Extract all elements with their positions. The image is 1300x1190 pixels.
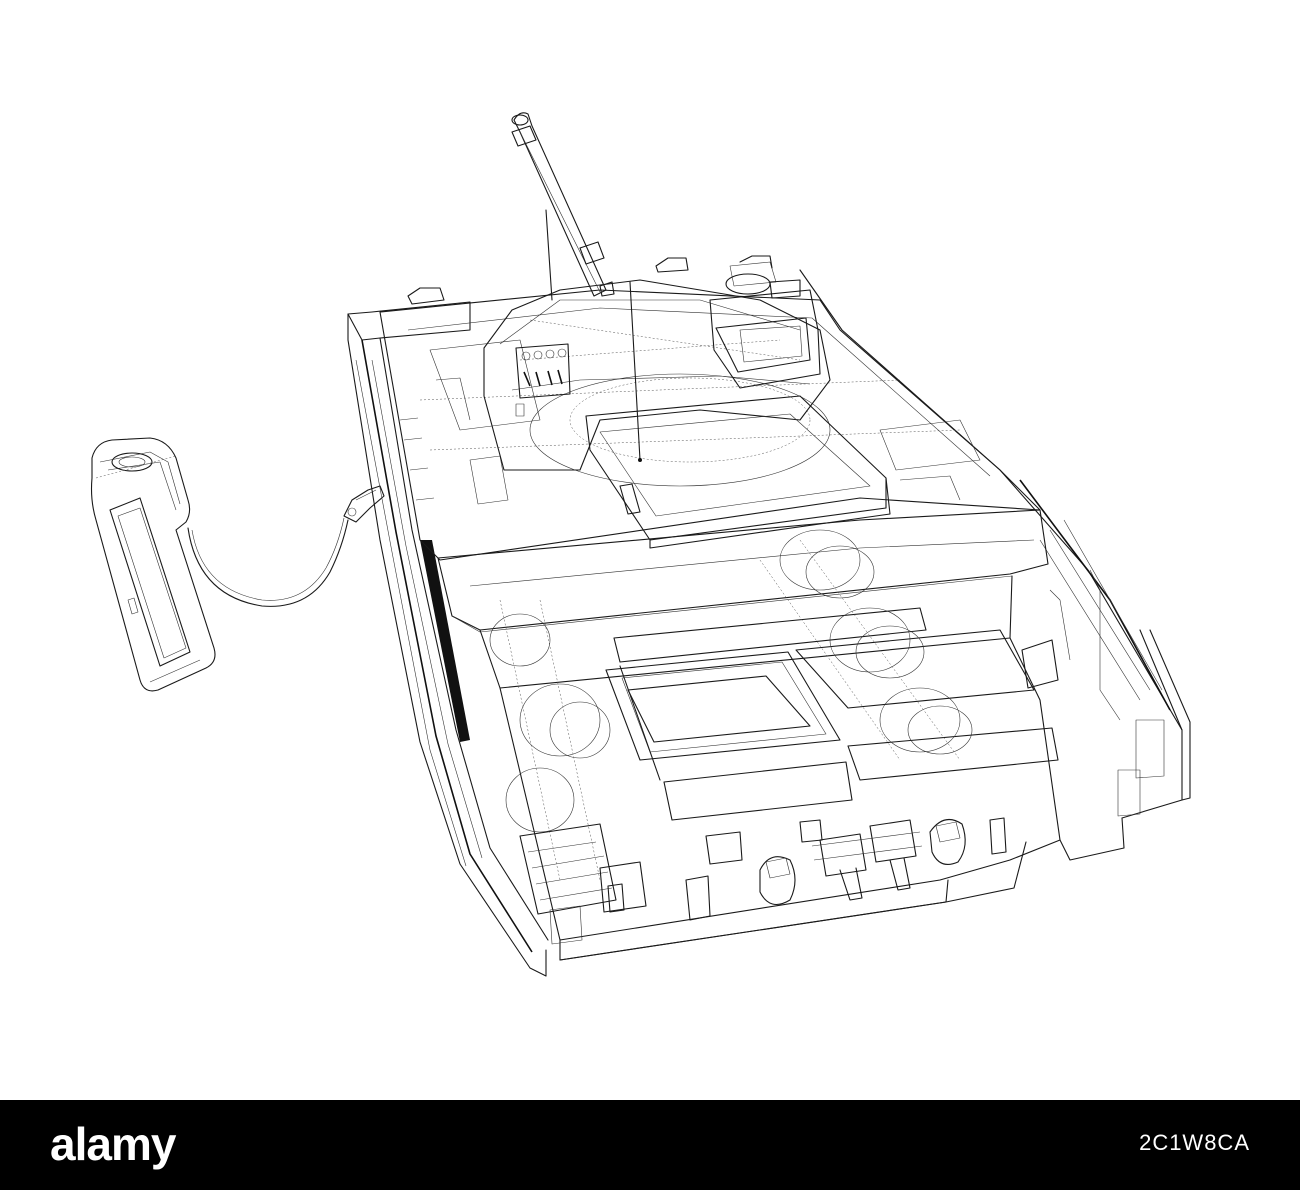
gun-barrel xyxy=(511,112,607,297)
turret xyxy=(407,209,891,549)
tank-wireframe xyxy=(347,112,1191,977)
stock-footer-bar: alamy 2C1W8CA xyxy=(0,1100,1300,1190)
tow-shackles xyxy=(759,818,966,906)
image-id-label: 2C1W8CA xyxy=(1139,1130,1250,1155)
brand-logo: alamy xyxy=(50,1118,176,1170)
fuel-nozzle-icon xyxy=(90,437,216,692)
tank-wireframe-illustration xyxy=(90,112,1191,977)
rear-sprocket xyxy=(519,823,647,945)
road-wheels xyxy=(489,529,973,881)
tank-wireframe-drawing xyxy=(90,112,1191,977)
fuel-hose xyxy=(187,485,385,607)
